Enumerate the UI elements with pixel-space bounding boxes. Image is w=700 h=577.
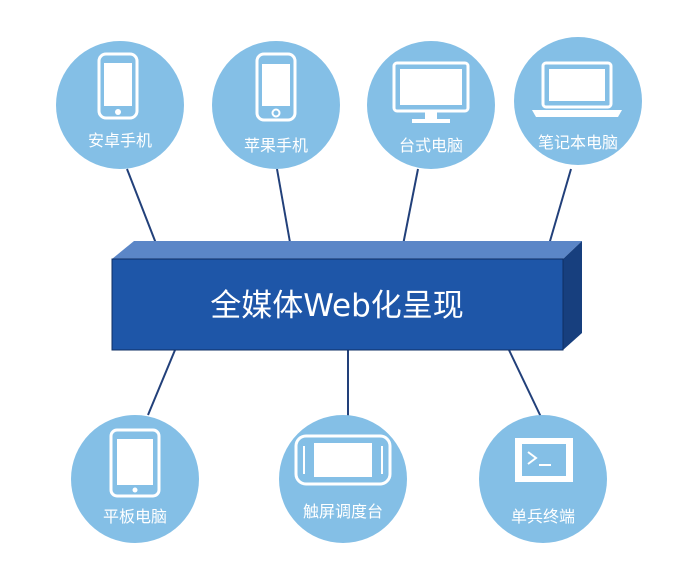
device-touch-console: 触屏调度台 xyxy=(279,415,407,543)
hub-side-face xyxy=(563,241,582,350)
connector-iphone xyxy=(276,168,292,249)
terminal-icon xyxy=(515,438,573,482)
connector-laptop xyxy=(547,168,572,249)
monitor-icon xyxy=(392,61,470,123)
laptop-icon xyxy=(532,61,622,117)
device-tablet: 平板电脑 xyxy=(71,415,199,543)
device-desktop: 台式电脑 xyxy=(367,41,495,169)
device-label: 平板电脑 xyxy=(103,507,167,526)
hub-front-face xyxy=(111,258,564,351)
connector-desktop xyxy=(401,168,419,251)
connector-terminal xyxy=(508,349,542,418)
smartphone-icon xyxy=(255,52,297,122)
hub-top-face xyxy=(112,241,582,259)
device-label: 笔记本电脑 xyxy=(538,133,618,152)
smartphone-icon xyxy=(97,52,139,120)
connector-lines xyxy=(126,168,572,418)
device-soldier-terminal: 单兵终端 xyxy=(479,415,607,543)
device-label: 台式电脑 xyxy=(399,136,463,155)
device-label: 触屏调度台 xyxy=(303,502,383,521)
connector-android xyxy=(126,168,158,247)
device-laptop: 笔记本电脑 xyxy=(514,37,642,165)
device-label: 安卓手机 xyxy=(88,131,152,150)
connector-tablet xyxy=(147,349,176,416)
touch-console-icon xyxy=(294,434,392,486)
device-android-phone: 安卓手机 xyxy=(56,41,184,169)
tablet-icon xyxy=(109,428,161,498)
device-label: 单兵终端 xyxy=(511,507,575,526)
device-circle xyxy=(279,415,407,543)
hub-box: 全媒体Web化呈现 xyxy=(111,241,582,351)
device-iphone: 苹果手机 xyxy=(212,41,340,169)
device-label: 苹果手机 xyxy=(244,136,308,155)
hub-title: 全媒体Web化呈现 xyxy=(210,288,464,324)
